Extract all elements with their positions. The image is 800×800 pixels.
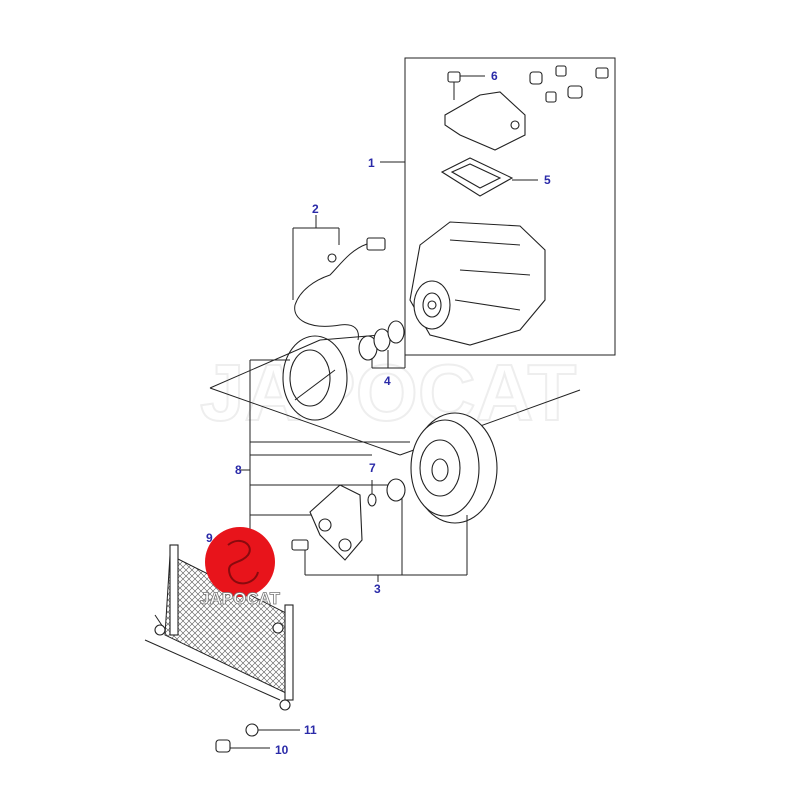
callout-6: 6 bbox=[491, 69, 498, 83]
callout-2: 2 bbox=[312, 202, 319, 216]
callout-7: 7 bbox=[369, 461, 376, 475]
wire-harness bbox=[292, 215, 386, 341]
callout-9: 9 bbox=[206, 531, 213, 545]
pulley bbox=[410, 412, 498, 524]
japocat-logo: JAPOCAT bbox=[200, 527, 281, 608]
clutch-field-coil bbox=[209, 334, 581, 456]
compressor-group bbox=[380, 57, 616, 356]
callout-3: 3 bbox=[374, 582, 381, 596]
snap-rings bbox=[358, 320, 406, 369]
callout-1: 1 bbox=[368, 156, 375, 170]
callout-4: 4 bbox=[384, 374, 391, 388]
callout-10: 10 bbox=[275, 743, 289, 757]
logo-text: JAPOCAT bbox=[200, 589, 281, 608]
callout-8: 8 bbox=[235, 463, 242, 477]
callout-5: 5 bbox=[544, 173, 551, 187]
callout-11: 11 bbox=[304, 723, 317, 737]
callout-lines bbox=[240, 359, 468, 582]
fasteners bbox=[215, 723, 300, 753]
